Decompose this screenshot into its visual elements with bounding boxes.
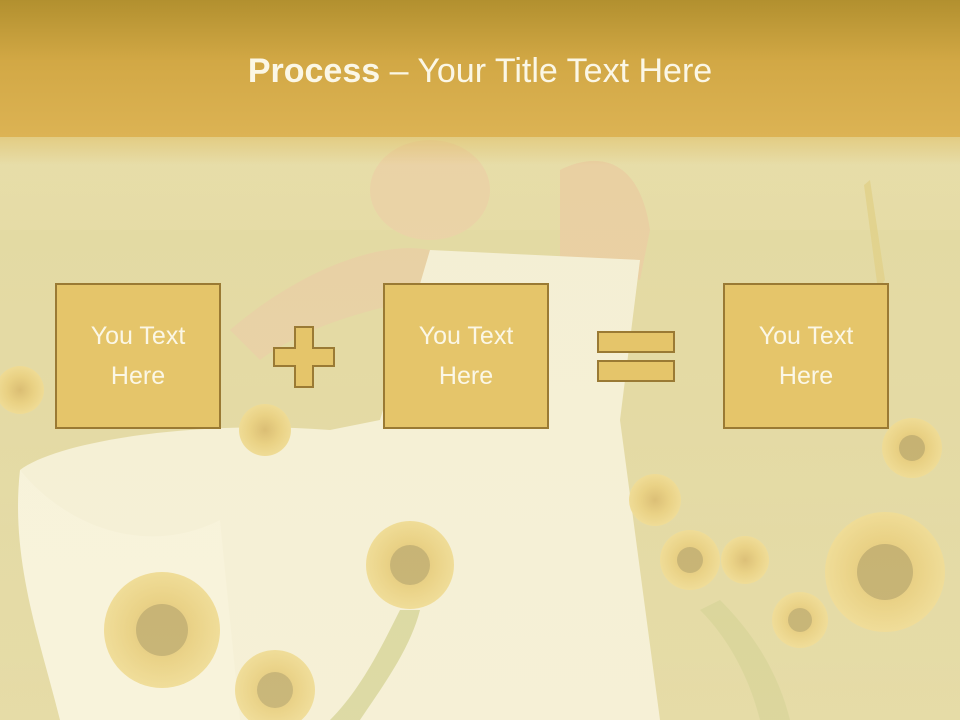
process-box-2[interactable]: You Text Here xyxy=(383,283,549,429)
slide-title: Process – Your Title Text Here xyxy=(0,52,960,91)
title-bar xyxy=(0,0,960,137)
plus-icon xyxy=(273,326,335,388)
process-box-3[interactable]: You Text Here xyxy=(723,283,889,429)
process-box-1[interactable]: You Text Here xyxy=(55,283,221,429)
title-rest: Your Title Text Here xyxy=(417,52,713,90)
equals-icon xyxy=(597,331,675,382)
title-bold: Process xyxy=(247,52,381,90)
title-dash: – xyxy=(380,52,418,90)
title-bar-fade xyxy=(0,137,960,165)
